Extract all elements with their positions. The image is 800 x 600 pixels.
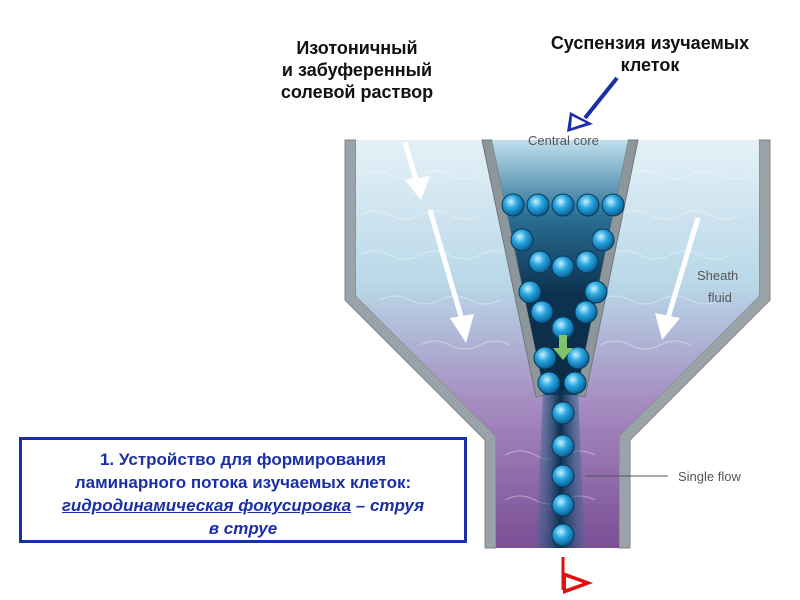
cell-suspension-label: Суспензия изучаемых клеток bbox=[530, 32, 770, 76]
down-arrow-icon bbox=[655, 217, 701, 340]
cells bbox=[501, 193, 625, 547]
cell bbox=[526, 193, 550, 217]
info-dash: – струя bbox=[351, 496, 425, 515]
buffer-solution-line: и забуференный bbox=[281, 60, 433, 80]
buffer-solution-line: Изотоничный bbox=[296, 38, 418, 58]
cell bbox=[528, 250, 552, 274]
cell bbox=[576, 193, 600, 217]
cell bbox=[501, 193, 525, 217]
cell bbox=[551, 401, 575, 425]
cell bbox=[551, 523, 575, 547]
cell bbox=[551, 255, 575, 279]
info-box: 1. Устройство для формирования ламинарно… bbox=[19, 437, 467, 543]
cell bbox=[537, 371, 561, 395]
down-arrow-icon bbox=[427, 209, 474, 343]
buffer-solution-label: Изотоничный и забуференный солевой раств… bbox=[262, 37, 452, 103]
cell bbox=[533, 346, 557, 370]
cell-suspension-line: Суспензия изучаемых bbox=[550, 33, 750, 53]
down-arrow-icon bbox=[402, 141, 430, 200]
cell bbox=[551, 493, 575, 517]
cell bbox=[510, 228, 534, 252]
info-line: 1. Устройство для формирования bbox=[99, 450, 387, 469]
flow-arrows bbox=[402, 141, 701, 343]
cell bbox=[584, 280, 608, 304]
cell bbox=[563, 371, 587, 395]
down-arrow-icon bbox=[567, 76, 619, 132]
central-core-label: Central core bbox=[528, 133, 599, 148]
info-line: ламинарного потока изучаемых клеток: bbox=[74, 473, 412, 492]
cell bbox=[551, 193, 575, 217]
single-flow-label: Single flow bbox=[678, 469, 741, 484]
cell bbox=[591, 228, 615, 252]
green-down-arrow-icon bbox=[553, 335, 573, 360]
cell bbox=[575, 250, 599, 274]
cell bbox=[551, 464, 575, 488]
cell bbox=[566, 346, 590, 370]
cell bbox=[530, 300, 554, 324]
cell bbox=[518, 280, 542, 304]
right-triangle-icon bbox=[561, 557, 593, 594]
info-term: гидродинамическая фокусировка bbox=[61, 496, 352, 515]
sheath-fluid-label: fluid bbox=[708, 290, 732, 305]
cell bbox=[601, 193, 625, 217]
info-line: в струе bbox=[208, 519, 278, 538]
cell bbox=[551, 434, 575, 458]
buffer-solution-line: солевой раствор bbox=[280, 82, 434, 102]
cell-suspension-line: клеток bbox=[620, 55, 680, 75]
cell bbox=[574, 300, 598, 324]
sheath-fluid-label: Sheath bbox=[697, 268, 738, 283]
info-line: гидродинамическая фокусировка – струя bbox=[22, 494, 464, 517]
